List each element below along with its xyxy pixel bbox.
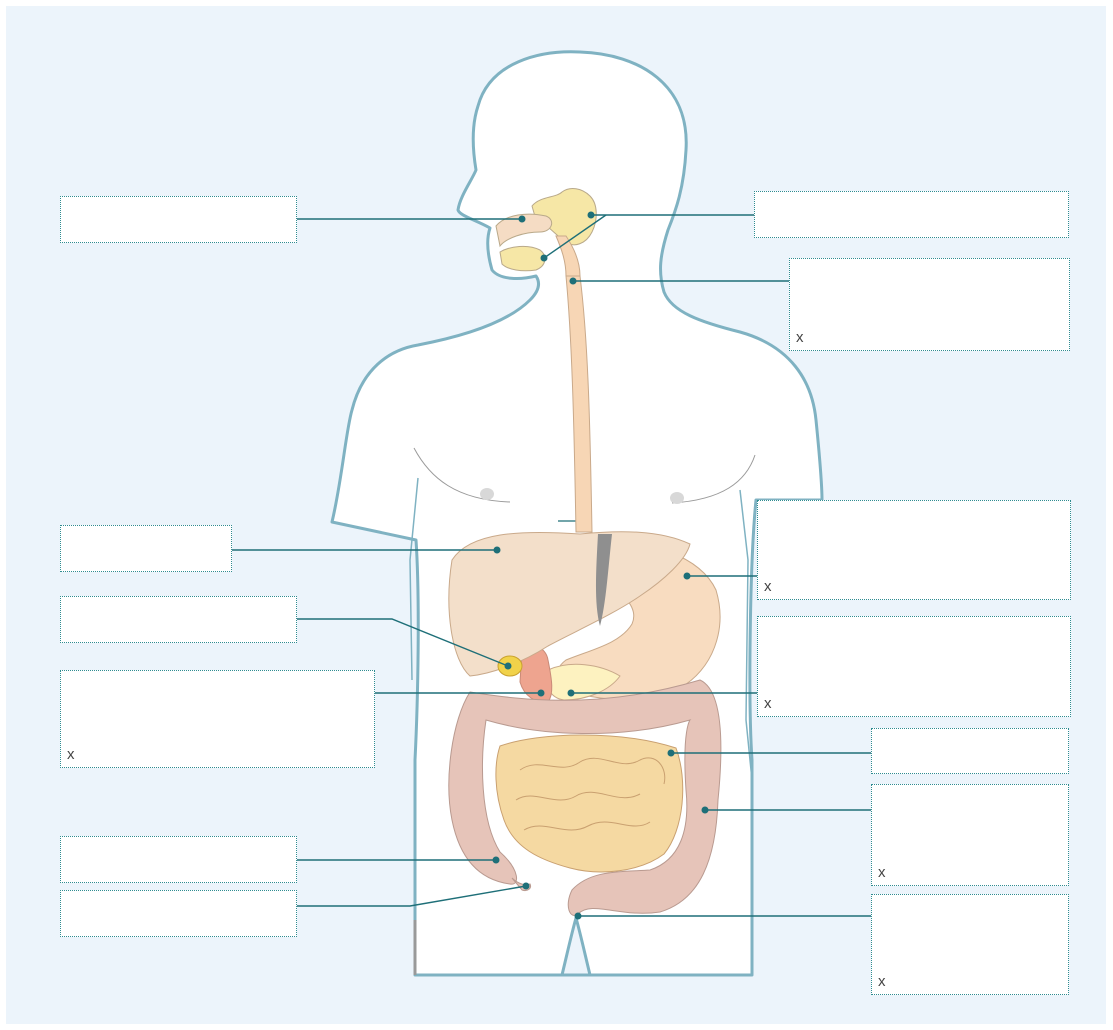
label-box[interactable]: x [757,500,1071,600]
label-box[interactable] [754,191,1069,238]
label-box[interactable]: x [871,894,1069,995]
box-mark: x [796,329,804,346]
label-box[interactable]: x [789,258,1070,351]
box-mark: x [764,695,772,712]
box-mark: x [878,864,886,881]
label-box[interactable] [60,890,297,937]
label-box[interactable]: x [871,784,1069,886]
label-box[interactable] [60,596,297,643]
box-mark: x [878,973,886,990]
label-box[interactable] [871,728,1069,774]
label-box[interactable]: x [60,670,375,768]
box-mark: x [67,746,75,763]
box-mark: x [764,578,772,595]
label-box[interactable] [60,525,232,572]
label-box[interactable] [60,836,297,883]
label-box[interactable]: x [757,616,1071,717]
label-box[interactable] [60,196,297,243]
